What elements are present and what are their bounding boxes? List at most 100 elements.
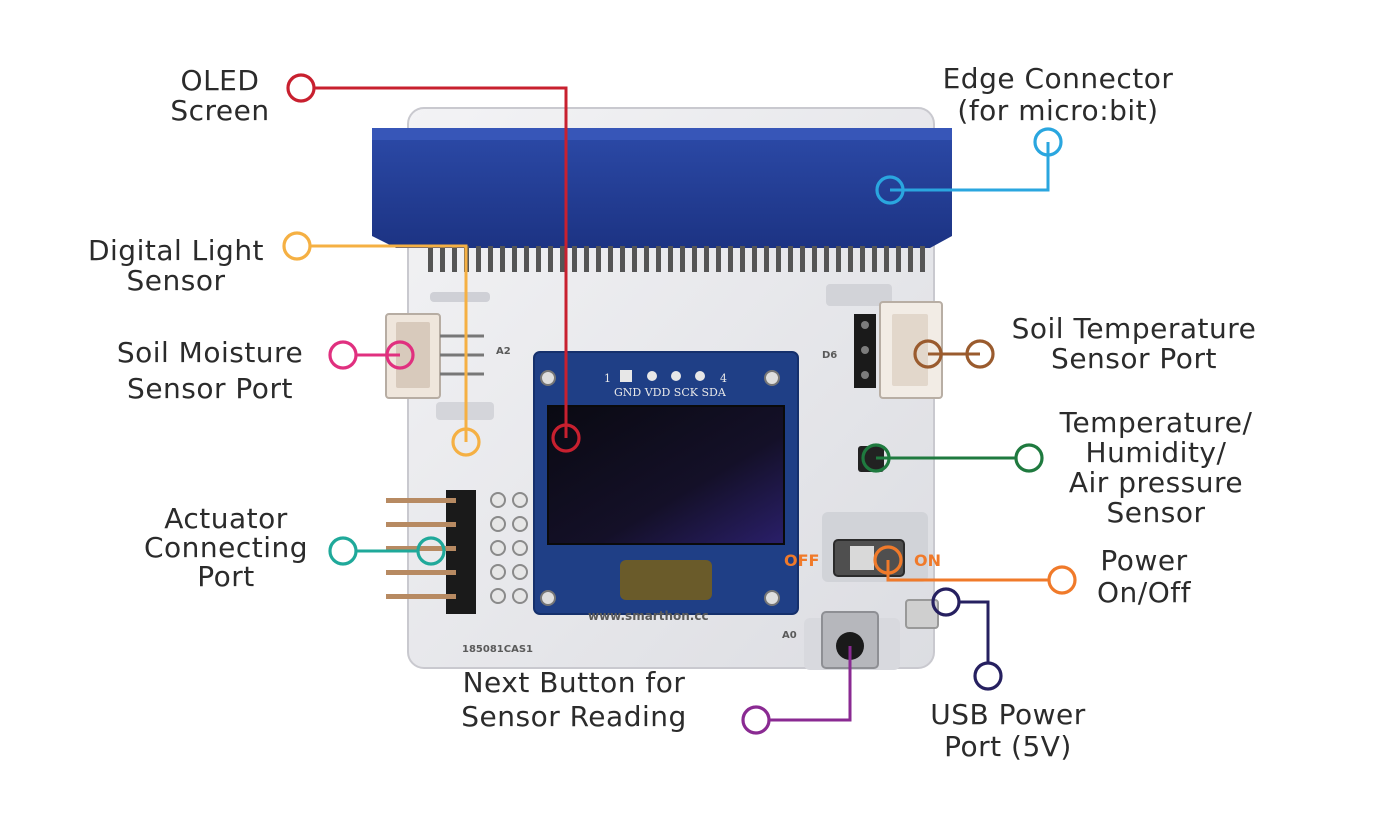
oled-pin-4-label: 4 — [720, 372, 727, 385]
callout-marker-circle — [387, 342, 413, 368]
callout-marker-circle — [875, 547, 901, 573]
callout-marker-circle — [967, 341, 993, 367]
edge-pin — [800, 246, 805, 272]
callout-marker-circle — [330, 538, 356, 564]
edge-pin — [656, 246, 661, 272]
callout-leader-line — [960, 602, 988, 662]
header-pad — [491, 589, 505, 603]
edge-pin — [452, 246, 457, 272]
callout-soil-temperature-port: Soil TemperatureSensor Port — [915, 312, 1256, 375]
header-pad — [513, 565, 527, 579]
callout-label-line: Sensor — [1107, 496, 1206, 529]
header-pad — [513, 517, 527, 531]
callout-marker-circle — [284, 233, 310, 259]
callout-label: Digital LightSensor — [88, 234, 264, 297]
edge-pin — [764, 246, 769, 272]
callout-label-line: Sensor Reading — [461, 700, 687, 733]
callout-label: Edge Connector(for micro:bit) — [943, 62, 1174, 127]
edge-pin — [572, 246, 577, 272]
edge-pin — [692, 246, 697, 272]
edge-pin — [896, 246, 901, 272]
header-pad — [491, 493, 505, 507]
edge-pin — [440, 246, 445, 272]
edge-pin — [716, 246, 721, 272]
callout-label: ActuatorConnectingPort — [144, 502, 308, 593]
oled-pins-label: GND VDD SCK SDA — [614, 386, 727, 399]
callout-marker-circle — [1016, 445, 1042, 471]
oled-pin-1-label: 1 — [604, 372, 611, 385]
edge-pin — [920, 246, 925, 272]
callout-marker-circle — [743, 707, 769, 733]
callout-label-line: Humidity/ — [1086, 436, 1227, 469]
callout-label-line: Soil Moisture — [117, 336, 303, 369]
callout-label-line: Sensor — [127, 264, 226, 297]
header-pad — [513, 541, 527, 555]
edge-pin — [824, 246, 829, 272]
callout-label-line: USB Power — [930, 698, 1086, 731]
callout-label-line: Screen — [170, 94, 269, 127]
callout-soil-moisture-port: Soil MoistureSensor Port — [117, 336, 413, 405]
edge-pin — [608, 246, 613, 272]
edge-pin — [596, 246, 601, 272]
callout-marker-circle — [288, 75, 314, 101]
callout-label-line: Temperature/ — [1059, 406, 1253, 439]
edge-pin — [632, 246, 637, 272]
header-pad — [491, 541, 505, 555]
silkscreen-port-d6: D6 — [822, 350, 837, 361]
edge-pin — [776, 246, 781, 272]
silkscreen-url: www.smarthon.cc — [588, 609, 709, 623]
header-pin — [386, 570, 456, 575]
edge-pin — [668, 246, 673, 272]
edge-pin — [476, 246, 481, 272]
edge-pin — [752, 246, 757, 272]
callout-label: Next Button forSensor Reading — [461, 666, 687, 733]
callout-label-line: Next Button for — [463, 666, 686, 699]
callout-marker-circle — [933, 589, 959, 615]
callout-label-line: Soil Temperature — [1012, 312, 1257, 345]
edge-pin — [788, 246, 793, 272]
callout-label-line: Port (5V) — [944, 730, 1072, 763]
edge-pin — [584, 246, 589, 272]
callout-label-line: Power — [1100, 544, 1187, 577]
callout-marker-circle — [975, 663, 1001, 689]
callout-label-line: Edge Connector — [943, 62, 1174, 95]
edge-pin — [680, 246, 685, 272]
next-button-component — [804, 612, 900, 670]
header-pad — [491, 517, 505, 531]
callout-label-line: (for micro:bit) — [957, 94, 1158, 127]
silkscreen-port-a2: A2 — [496, 346, 511, 357]
callout-label: Soil MoistureSensor Port — [117, 336, 303, 405]
edge-pin — [524, 246, 529, 272]
edge-pin — [428, 246, 433, 272]
edge-pin — [740, 246, 745, 272]
edge-pin — [644, 246, 649, 272]
edge-pin — [860, 246, 865, 272]
silkscreen-port-a0: A0 — [782, 630, 797, 641]
callout-label-line: Sensor Port — [127, 372, 293, 405]
edge-pin — [548, 246, 553, 272]
edge-pin — [836, 246, 841, 272]
callout-marker-circle — [915, 341, 941, 367]
edge-pin — [704, 246, 709, 272]
callout-label: PowerOn/Off — [1097, 544, 1192, 609]
edge-pin — [560, 246, 565, 272]
callout-marker-circle — [1049, 567, 1075, 593]
edge-pin — [908, 246, 913, 272]
edge-pin — [812, 246, 817, 272]
callout-label: USB PowerPort (5V) — [930, 698, 1086, 763]
callout-usb-power-port: USB PowerPort (5V) — [930, 589, 1086, 763]
callout-label-line: Air pressure — [1069, 466, 1243, 499]
edge-pin — [848, 246, 853, 272]
edge-pin — [488, 246, 493, 272]
header-pin — [386, 498, 456, 503]
callout-marker-circle — [863, 445, 889, 471]
callout-label-line: Digital Light — [88, 234, 264, 267]
edge-pin — [872, 246, 877, 272]
callout-marker-circle — [418, 538, 444, 564]
callout-label-line: On/Off — [1097, 576, 1192, 609]
callout-marker-circle — [877, 177, 903, 203]
edge-pin — [500, 246, 505, 272]
callout-marker-circle — [453, 429, 479, 455]
callout-label: OLEDScreen — [170, 64, 269, 127]
